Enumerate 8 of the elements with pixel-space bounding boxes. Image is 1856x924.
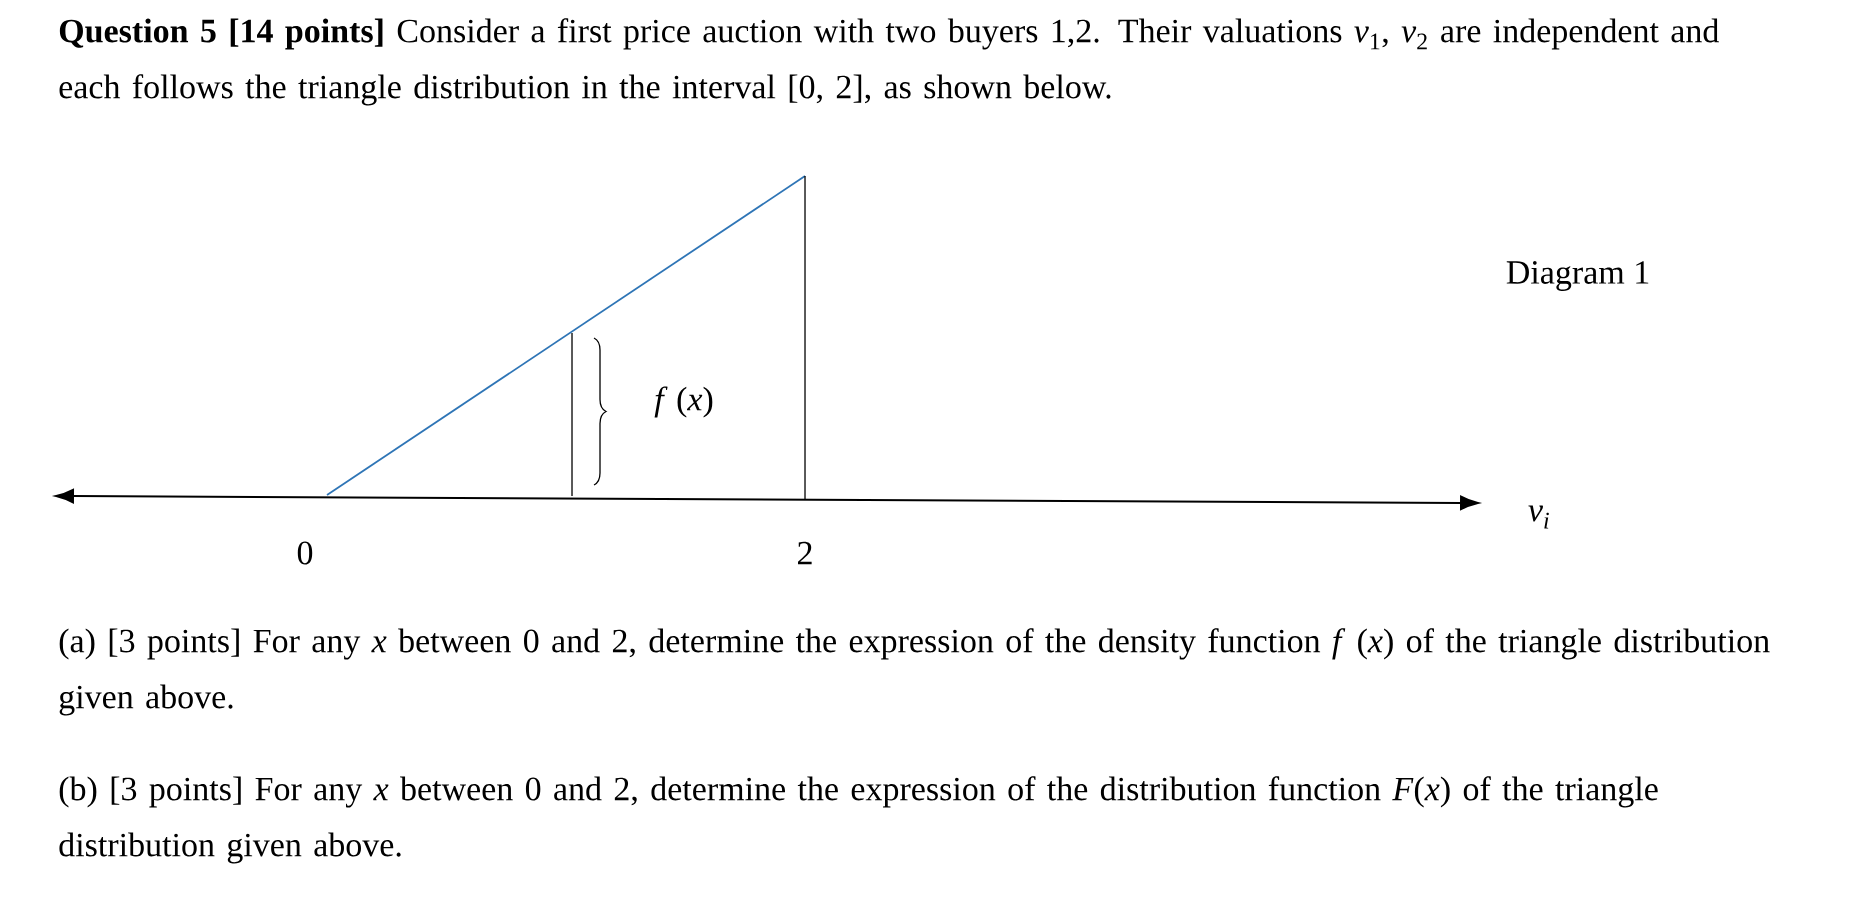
question-text: Question 5 [14 points] Consider a first price auction with two buyers 1,2. Their valuations v$_{1}$, v$_{2}$ are independent and each follows the triangle distribution in the interval [0, 2], as shown below. [59, 18, 1719, 106]
diagram-caption: Diagram 1 [1506, 261, 1649, 291]
tick-label: 0 [297, 541, 313, 565]
question-part: (a) [3 points] For any x between 0 and 2, determine the expression of the density function f (x) of the triangle distribution given above. [59, 628, 1770, 716]
question-part: (b) [3 points] For any x between 0 and 2, determine the expression of the distribution function F(x) of the triangle distribution given above. [59, 776, 1658, 864]
tick-label: 2 [798, 541, 812, 565]
axis-label: v$_{i}$ [1528, 505, 1549, 529]
function-label: f (x) [654, 386, 713, 418]
